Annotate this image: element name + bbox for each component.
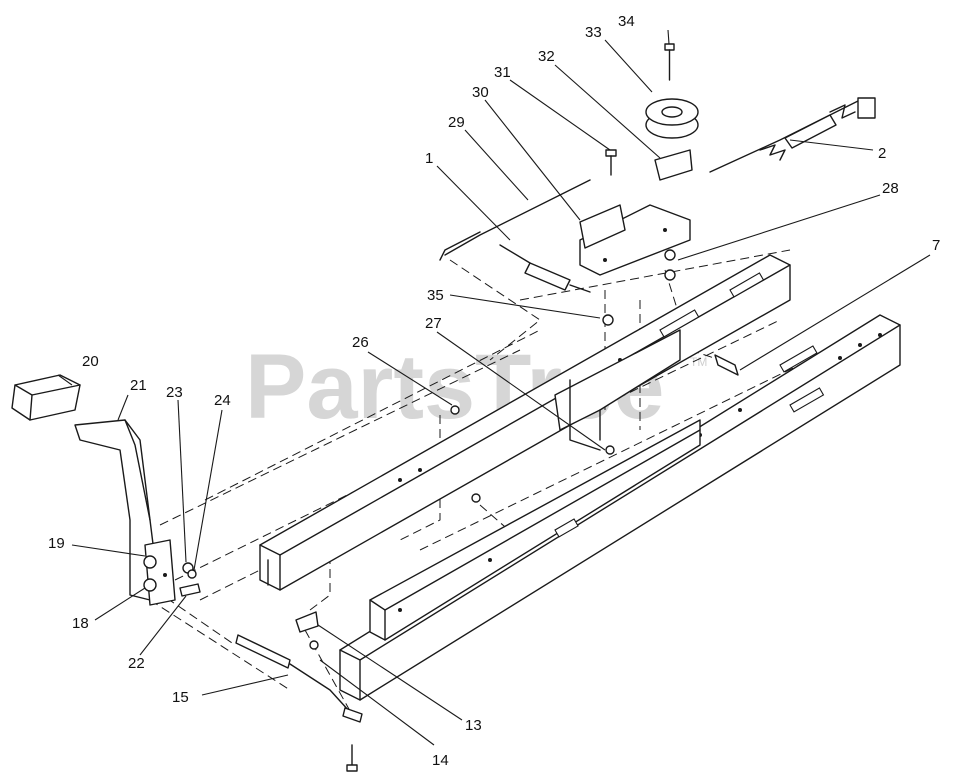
clip-13 xyxy=(295,611,319,650)
pivot-bracket xyxy=(143,539,176,606)
label-22: 22 xyxy=(128,655,145,672)
idler-bracket xyxy=(579,204,691,276)
label-27: 27 xyxy=(425,315,442,332)
watermark-trademark: TM xyxy=(690,355,707,369)
idler-arm-bracket xyxy=(654,149,693,181)
label-34: 34 xyxy=(618,13,635,30)
bolt-14 xyxy=(346,744,358,772)
label-33: 33 xyxy=(585,24,602,41)
control-rod-1 xyxy=(439,179,591,293)
label-2: 2 xyxy=(878,145,886,162)
label-1: 1 xyxy=(425,150,433,167)
part-labels: 1 2 7 13 14 15 18 19 20 21 22 23 24 26 2… xyxy=(48,13,940,769)
spring-assembly-2 xyxy=(709,97,876,173)
cross-member xyxy=(554,329,681,451)
label-20: 20 xyxy=(82,353,99,370)
leader-lines xyxy=(57,29,931,746)
link-7 xyxy=(714,354,739,376)
label-32: 32 xyxy=(538,48,555,65)
label-29: 29 xyxy=(448,114,465,131)
label-7: 7 xyxy=(932,237,940,254)
label-26: 26 xyxy=(352,334,369,351)
label-24: 24 xyxy=(214,392,231,409)
label-14: 14 xyxy=(432,752,449,769)
brake-rod xyxy=(235,634,363,723)
frame-rail-right xyxy=(339,314,901,701)
pedal-arm xyxy=(74,419,156,601)
label-18: 18 xyxy=(72,615,89,632)
label-30: 30 xyxy=(472,84,489,101)
label-15: 15 xyxy=(172,689,189,706)
label-23: 23 xyxy=(166,384,183,401)
label-19: 19 xyxy=(48,535,65,552)
side-channel-lower xyxy=(369,419,701,641)
fasteners xyxy=(450,249,676,503)
bolt-31 xyxy=(605,149,617,176)
pedal-fasteners xyxy=(179,562,201,597)
label-21: 21 xyxy=(130,377,147,394)
label-31: 31 xyxy=(494,64,511,81)
label-13: 13 xyxy=(465,717,482,734)
label-35: 35 xyxy=(427,287,444,304)
idler-pulley xyxy=(645,98,699,139)
pedal-pad xyxy=(11,374,81,421)
bolt-34 xyxy=(664,43,675,81)
label-28: 28 xyxy=(882,180,899,197)
